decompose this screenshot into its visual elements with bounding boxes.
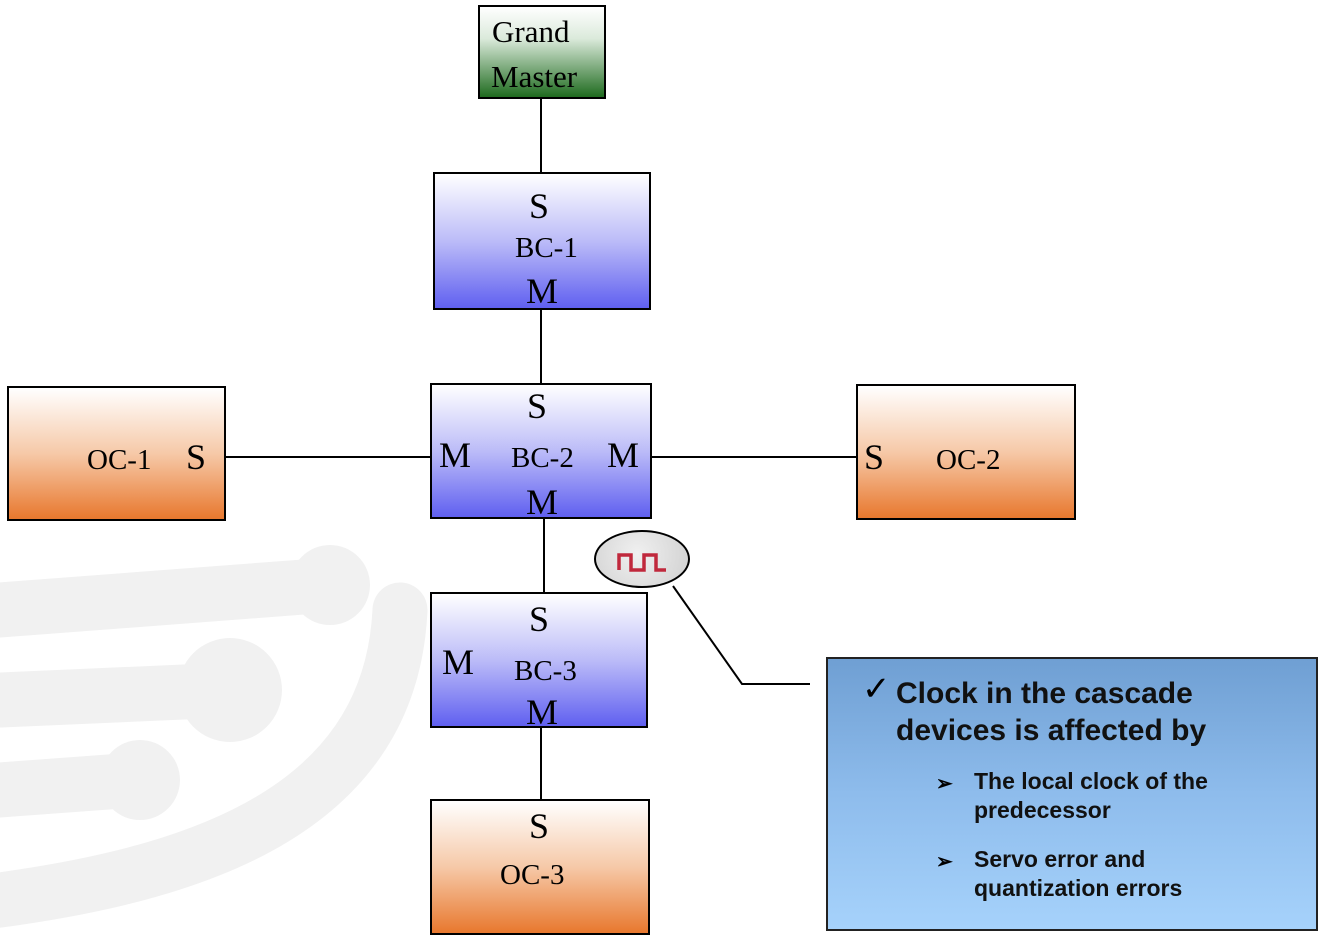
bc2-name: BC-2 (511, 442, 574, 474)
ordinary-clock-oc3: S OC-3 (430, 799, 650, 935)
bc2-slave-port: S (527, 386, 548, 426)
ordinary-clock-oc2: S OC-2 (856, 384, 1076, 520)
bc1-slave-port: S (529, 186, 550, 226)
callout-point-2: Servo error and quantization errors (974, 846, 1183, 901)
oc1-slave-port: S (186, 437, 207, 477)
link-bc1-bc2 (540, 309, 542, 385)
bc3-master-port-bottom: M (526, 692, 559, 732)
boundary-clock-bc1: S BC-1 M (433, 172, 651, 310)
clock-signal-icon (617, 553, 666, 572)
bc3-slave-port: S (529, 599, 550, 639)
bc3-master-port-left: M (442, 642, 475, 682)
arrow-icon: ➢ (936, 851, 953, 873)
oc3-name: OC-3 (500, 859, 565, 891)
link-bc2-oc2 (651, 456, 857, 458)
boundary-clock-bc2: S M BC-2 M M (430, 383, 652, 522)
clock-error-callout: ✓ Clock in the cascade devices is affect… (826, 657, 1318, 931)
boundary-clock-bc3: S M BC-3 M (430, 592, 648, 732)
grand-master-label-line2: Master (491, 59, 578, 94)
link-gm-bc1 (540, 98, 542, 173)
bc2-master-port-left: M (439, 435, 472, 475)
oc3-slave-port: S (529, 806, 550, 846)
oc2-name: OC-2 (936, 444, 1001, 476)
oc2-slave-port: S (864, 437, 885, 477)
bc1-master-port: M (526, 271, 559, 311)
grand-master-label-line1: Grand (492, 14, 570, 49)
arrow-icon: ➢ (936, 773, 953, 795)
bc1-name: BC-1 (515, 232, 578, 264)
link-oc1-bc2 (224, 456, 432, 458)
ordinary-clock-oc1: OC-1 S (7, 386, 226, 521)
oc1-name: OC-1 (87, 444, 152, 476)
grand-master-node: Grand Master (478, 5, 606, 99)
link-bc3-oc3 (540, 727, 542, 800)
check-icon: ✓ (862, 670, 891, 708)
bc3-name: BC-3 (514, 655, 577, 687)
callout-point-1: The local clock of the predecessor (974, 768, 1208, 823)
callout-title: Clock in the cascade devices is affected… (896, 677, 1207, 747)
link-bc2-bc3 (543, 518, 545, 593)
bc2-master-port-bottom: M (526, 482, 559, 522)
bc2-master-port-right: M (607, 435, 640, 475)
clock-signal-bubble (594, 530, 690, 588)
